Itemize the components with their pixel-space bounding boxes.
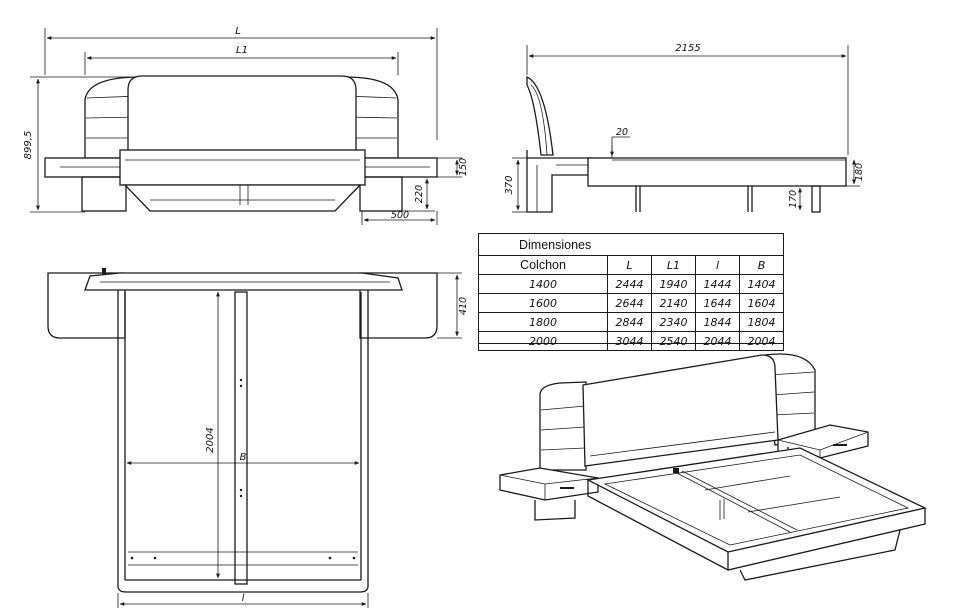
dim-frame-label: 180 [854,163,865,181]
table-header-row: Colchon L L1 l B [478,255,784,275]
front-view: L L1 899,5 [23,26,469,225]
table-cell: 1444 [695,274,740,294]
dim-inner-length-label: 2004 [205,427,216,452]
table-cell: 1844 [695,312,740,332]
table-cell: 1804 [739,312,784,332]
isometric-view [499,353,927,581]
header-cell: L [607,255,652,275]
dim-side-height-label: 370 [504,175,515,194]
table-cell: 1600 [478,293,608,313]
table-row: 1800 2844 2340 1844 1804 [478,312,784,332]
table-title: Dimensiones [519,238,592,252]
dim-B-label: B [240,452,247,463]
header-cell: l [695,255,740,275]
side-view: 2155 20 370 180 170 [504,43,865,213]
table-cell: 2444 [607,274,652,294]
table-cell: 1604 [739,293,784,313]
dim-top-nightstand-label: 410 [458,297,469,315]
table-row: 1600 2644 2140 1644 1604 [478,293,784,313]
dim-height-label: 899,5 [23,131,34,160]
table-cell: 2140 [651,293,696,313]
table-cell: 1800 [478,312,608,332]
header-cell: B [739,255,784,275]
table-cell: 2644 [607,293,652,313]
table-row: 1400 2444 1940 1444 1404 [478,274,784,294]
top-view: 2004 B 410 l [47,268,469,608]
dimensions-grid: Colchon L L1 l B 1400 2444 1940 1444 140… [478,255,784,351]
dim-nightstand-label: 150 [458,158,469,176]
dim-gap-label: 20 [616,127,628,138]
dim-L1-label: L1 [236,45,248,56]
dim-leg-label: 220 [414,185,425,203]
table-row: 2000 3044 2540 2044 2004 [478,331,784,351]
dimensions-table: Dimensiones Colchon L L1 l B 1400 2444 1… [478,233,784,351]
header-cell: L1 [651,255,696,275]
dim-l-label: l [242,593,245,604]
table-cell: 2540 [651,331,696,351]
table-cell: 2000 [478,331,608,351]
dim-length-label: 2155 [675,43,700,54]
table-cell: 2340 [651,312,696,332]
table-cell: 2044 [695,331,740,351]
table-cell: 1644 [695,293,740,313]
table-cell: 1940 [651,274,696,294]
table-cell: 2844 [607,312,652,332]
dim-L-label: L [235,26,241,37]
table-cell: 3044 [607,331,652,351]
dim-depth-label: 500 [391,210,409,221]
header-cell: Colchon [478,255,608,275]
dim-side-leg-label: 170 [788,190,799,208]
table-cell: 1400 [478,274,608,294]
table-cell: 1404 [739,274,784,294]
table-cell: 2004 [739,331,784,351]
